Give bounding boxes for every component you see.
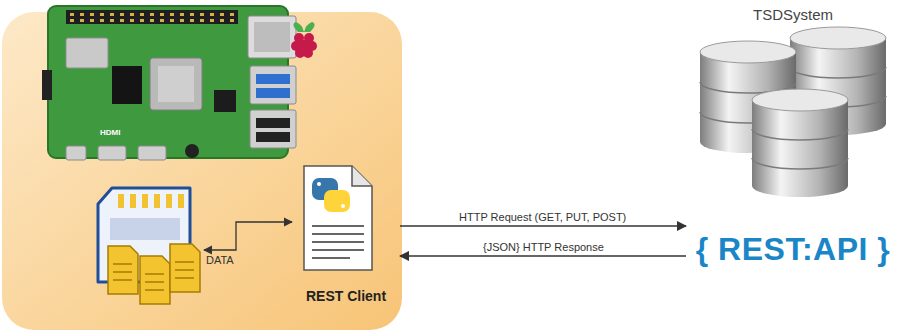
raspberry-logo (291, 22, 317, 58)
flow-arrow (400, 255, 686, 256)
flow-arrow (400, 225, 686, 226)
flow-label: DATA (206, 254, 234, 266)
tsd-server-node: TSDSystem { REST:API } (688, 2, 898, 272)
rest-client-node: REST Client (294, 160, 398, 306)
database-icons (700, 27, 886, 197)
node-title: TSDSystem (753, 2, 833, 23)
node-label: REST Client (306, 288, 386, 306)
arrow-label: {JSON} HTTP Response (481, 241, 606, 253)
data-files (108, 244, 200, 304)
raspberry-pi-board (42, 6, 296, 160)
python-document-icon (304, 166, 372, 270)
arrow-label: HTTP Request (GET, PUT, POST) (457, 211, 628, 223)
data-arrow (204, 222, 292, 250)
port-label: HDMI (100, 128, 120, 137)
api-label: { REST:API } (696, 231, 890, 272)
